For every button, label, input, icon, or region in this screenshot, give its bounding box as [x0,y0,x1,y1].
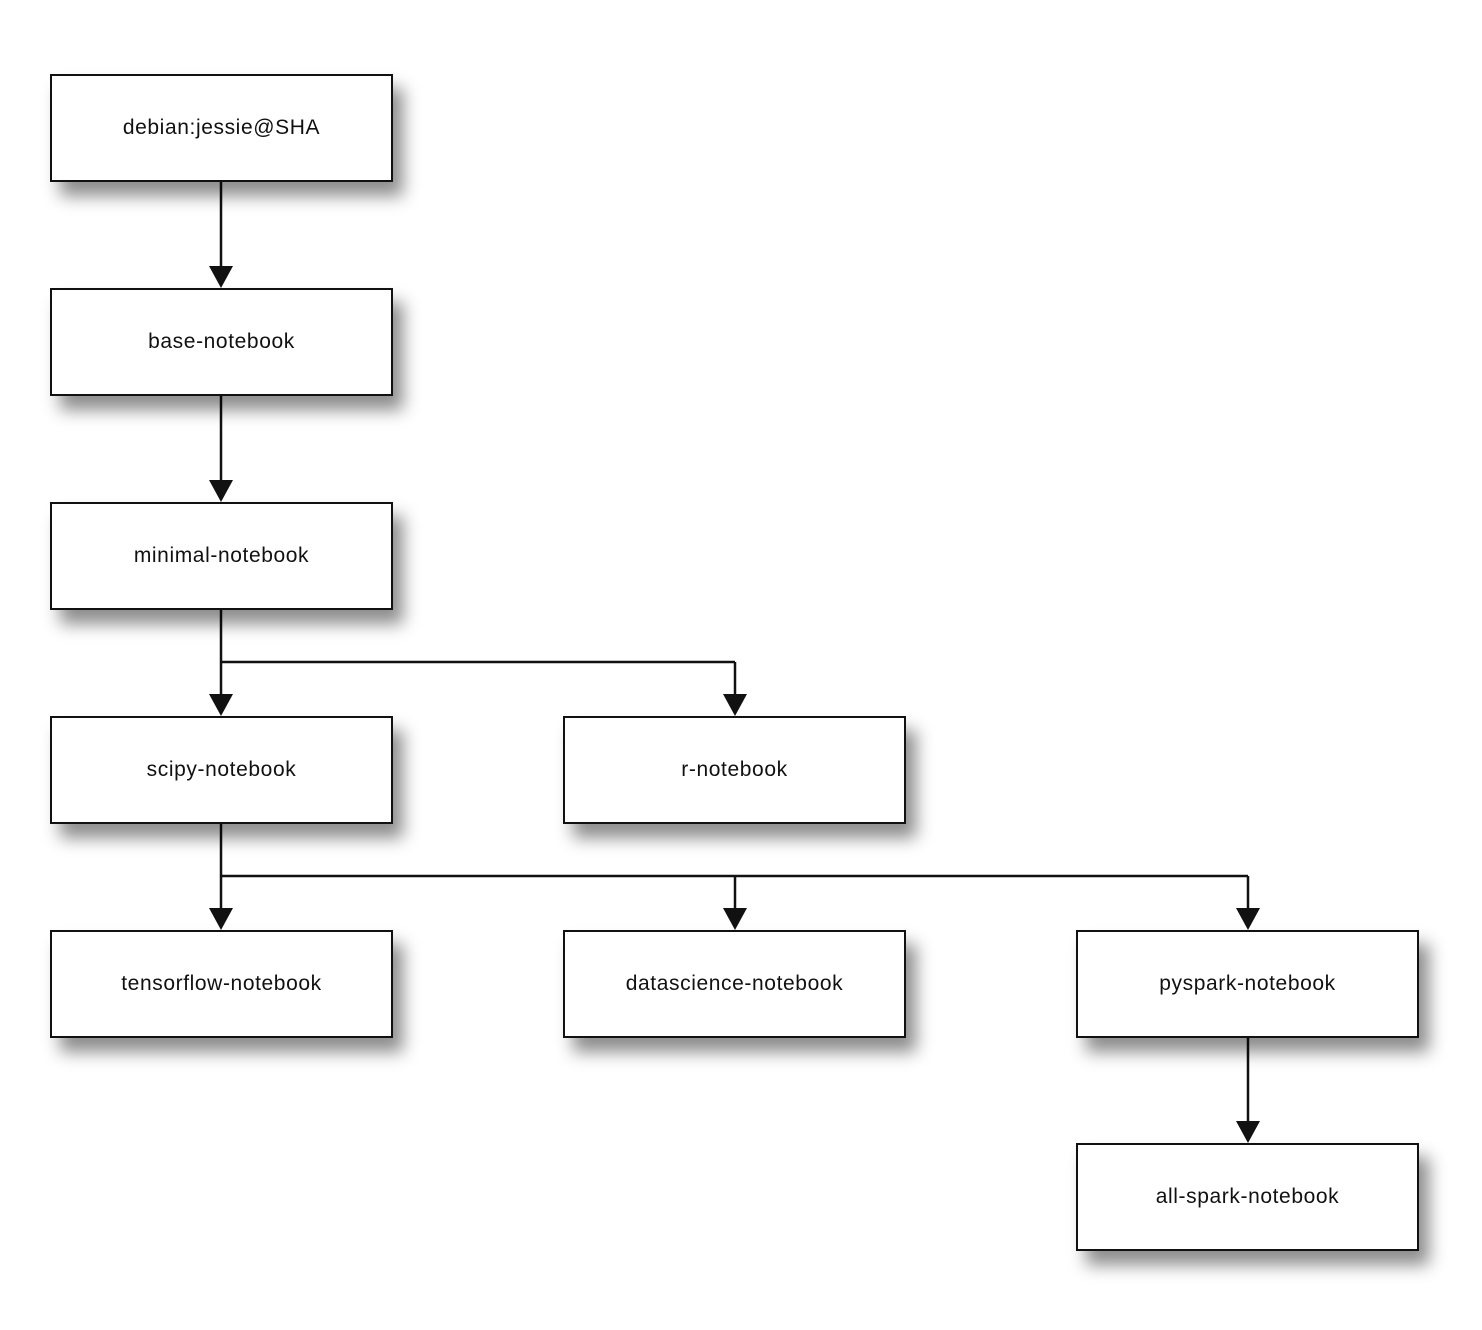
node-all-spark-notebook: all-spark-notebook [1076,1143,1419,1251]
node-tensorflow-notebook: tensorflow-notebook [50,930,393,1038]
node-label: datascience-notebook [625,972,844,995]
node-minimal-notebook: minimal-notebook [50,502,393,610]
arrowhead-minimal [209,480,233,502]
node-label: debian:jessie@SHA [122,116,321,139]
node-debian-jessie: debian:jessie@SHA [50,74,393,182]
arrowhead-base [209,266,233,288]
node-scipy-notebook: scipy-notebook [50,716,393,824]
node-label: base-notebook [148,330,295,353]
node-label: all-spark-notebook [1155,1185,1340,1208]
node-r-notebook: r-notebook [563,716,906,824]
node-pyspark-notebook: pyspark-notebook [1076,930,1419,1038]
arrowhead-scipy [209,694,233,716]
node-label: scipy-notebook [146,758,297,781]
arrowhead-datascience [723,908,747,930]
node-base-notebook: base-notebook [50,288,393,396]
node-label: r-notebook [681,758,788,781]
node-label: tensorflow-notebook [121,972,322,995]
arrowhead-pyspark [1236,908,1260,930]
arrowhead-tensorflow [209,908,233,930]
arrowhead-allspark [1236,1121,1260,1143]
node-label: pyspark-notebook [1159,972,1336,995]
node-datascience-notebook: datascience-notebook [563,930,906,1038]
node-label: minimal-notebook [133,544,310,567]
arrowhead-r [723,694,747,716]
